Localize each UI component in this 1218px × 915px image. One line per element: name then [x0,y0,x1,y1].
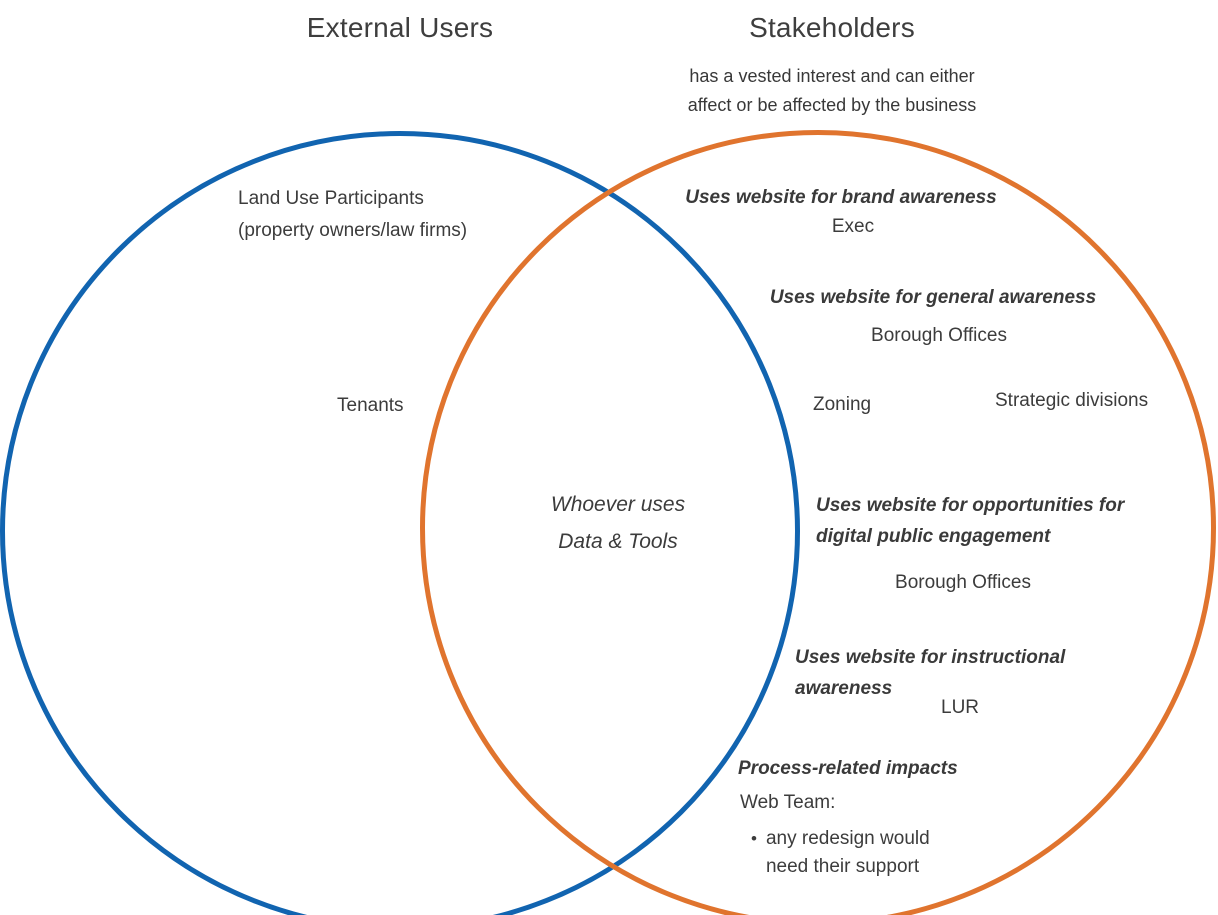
stakeholders-title: Stakeholders [749,12,915,43]
bullet-icon: • [751,829,757,848]
opportunities-heading-line1: Uses website for opportunities for [816,495,1125,516]
label-borough-offices-general: Borough Offices [871,325,1007,346]
heading-brand-awareness: Uses website for brand awareness [685,187,997,208]
land-use-line1: Land Use Participants [238,188,424,209]
heading-digital-public-engagement: Uses website for opportunities for digit… [816,490,1124,552]
stakeholders-circle [420,130,1216,915]
label-borough-offices-opportunities: Borough Offices [895,572,1031,593]
label-tenants: Tenants [337,395,404,416]
label-exec: Exec [831,216,875,237]
heading-process-related-impacts: Process-related impacts [738,758,958,779]
label-land-use-participants: Land Use Participants (property owners/l… [238,183,467,247]
instructional-heading-line2: awareness [795,678,893,699]
bullet-text-line2: need their support [765,856,920,877]
label-zoning: Zoning [813,394,872,415]
land-use-line2: (property owners/law firms) [238,220,468,241]
label-web-team: Web Team: [740,792,836,813]
heading-general-awareness: Uses website for general awareness [769,287,1097,308]
external-users-title: External Users [306,12,494,43]
overlap-line1: Whoever uses [550,493,686,516]
stakeholders-subtitle: has a vested interest and can either aff… [632,62,1032,120]
web-team-bullet-item: • any redesign would need their support [751,825,930,881]
label-strategic-divisions: Strategic divisions [995,390,1149,411]
overlap-line2: Data & Tools [558,530,678,553]
stakeholders-subtitle-line2: affect or be affected by the business [687,95,977,115]
opportunities-heading-line2: digital public engagement [816,526,1051,547]
heading-instructional-awareness: Uses website for instructional awareness [795,642,1065,704]
stakeholders-subtitle-line1: has a vested interest and can either [689,66,975,86]
instructional-heading-line1: Uses website for instructional [795,647,1066,668]
bullet-text: any redesign would need their support [766,825,930,881]
label-lur: LUR [941,697,980,718]
overlap-label: Whoever uses Data & Tools [468,486,768,560]
bullet-text-line1: any redesign would [765,828,930,849]
